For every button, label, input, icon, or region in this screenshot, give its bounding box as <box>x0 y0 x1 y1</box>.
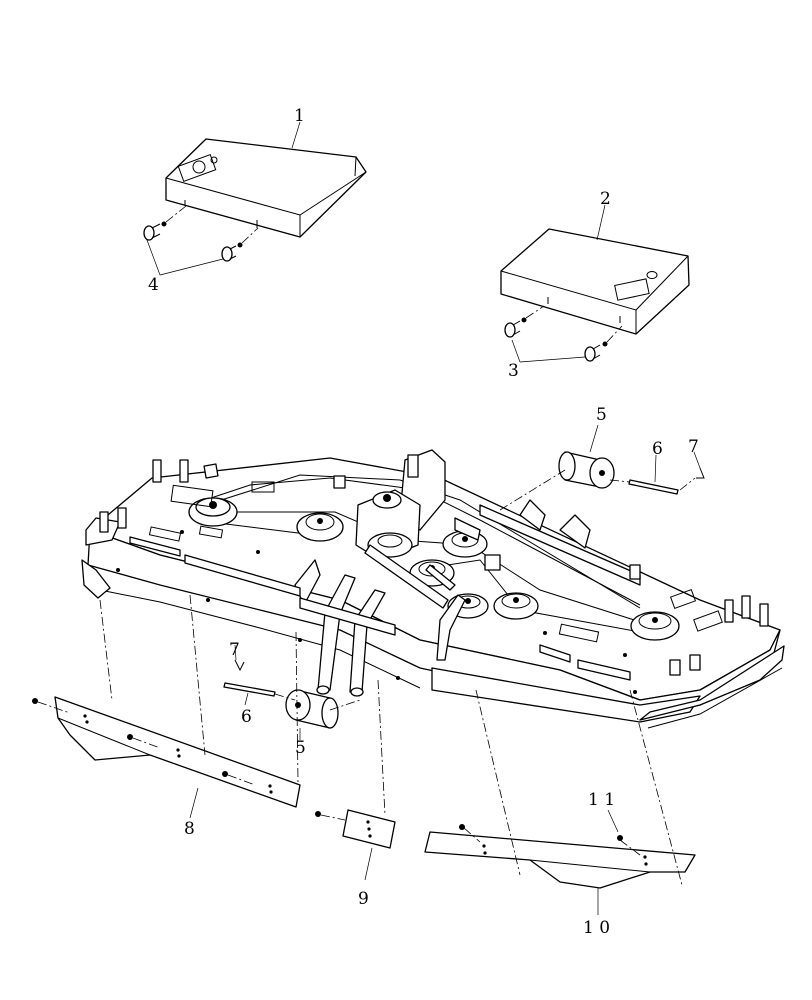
callout-7-upper: 7 <box>688 437 699 457</box>
hair-pin-clip-lower <box>234 659 245 672</box>
callout-7-lower: 7 <box>229 640 240 660</box>
baffle-left <box>32 594 301 808</box>
callout-5-lower: 5 <box>295 738 306 758</box>
callout-3: 3 <box>508 361 519 381</box>
callout-5-upper: 5 <box>596 405 607 425</box>
spindle-pulley-right <box>630 611 680 641</box>
callout-2: 2 <box>600 189 611 209</box>
callout-9: 9 <box>358 889 369 909</box>
baffle-right <box>424 689 696 889</box>
spindle-pulley-front <box>493 592 539 620</box>
baffle-center <box>315 679 396 849</box>
mower-deck <box>81 449 785 729</box>
callout-6-lower: 6 <box>241 707 252 727</box>
callout-11: 1 1 <box>588 790 615 810</box>
belt-cover-left <box>165 138 367 238</box>
hair-pin-clip-upper <box>696 467 705 479</box>
callout-10: 1 0 <box>583 918 610 938</box>
anti-scalp-roller-lower <box>285 689 339 729</box>
callout-6-upper: 6 <box>652 439 663 459</box>
callout-8: 8 <box>184 819 195 839</box>
cover-bolts-4 <box>143 205 259 276</box>
callout-1: 1 <box>294 106 305 126</box>
spindle-pulley-left <box>188 497 238 527</box>
roller-pin-upper <box>628 479 679 495</box>
leader-lines <box>189 121 701 915</box>
roller-pin-lower <box>223 682 276 697</box>
anti-scalp-roller-upper <box>558 451 615 489</box>
cover-bolts-3 <box>504 305 623 363</box>
idler-pulley-left <box>296 512 344 542</box>
belt-cover-right <box>500 228 690 335</box>
callout-4: 4 <box>148 275 159 295</box>
gearbox <box>355 449 446 561</box>
